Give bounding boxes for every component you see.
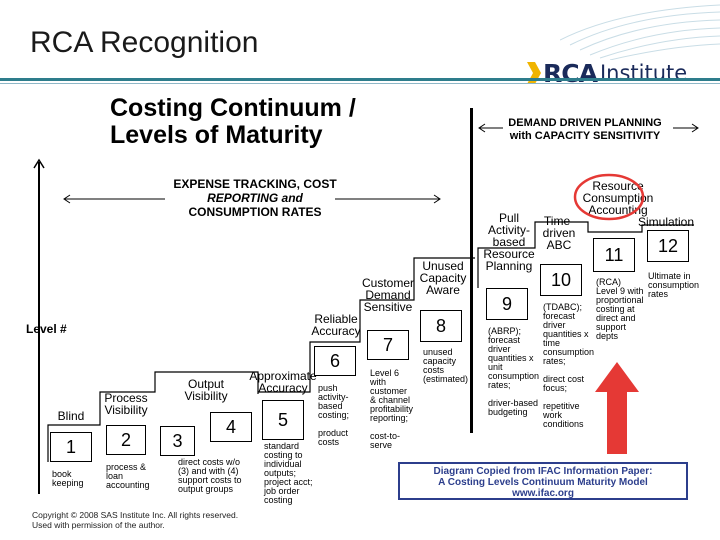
rca-institute-logo: RCA Institute [527, 58, 717, 88]
title-rule-thin [0, 83, 720, 84]
copyright-line1: Copyright © 2008 SAS Institute Inc. All … [32, 510, 239, 520]
level-box-3: 3 [160, 426, 195, 456]
left-header-line1: EXPENSE TRACKING, COST [173, 177, 337, 191]
level-box-7: 7 [367, 330, 409, 360]
ifac-citation-box: Diagram Copied from IFAC Information Pap… [398, 462, 688, 500]
title-rule [0, 78, 720, 81]
ifac-line2: A Costing Levels Continuum Maturity Mode… [438, 477, 648, 488]
diagram-title: Costing Continuum / Levels of Maturity [110, 95, 356, 149]
level-axis-arrow [33, 158, 45, 494]
left-header-line2: REPORTING and [207, 191, 303, 205]
level-box-12: 12 [647, 230, 689, 262]
left-header: EXPENSE TRACKING, COST REPORTING and CON… [150, 177, 360, 219]
diagram-title-line2: Levels of Maturity [110, 121, 323, 149]
level-box-6: 6 [314, 346, 356, 376]
ifac-line3: www.ifac.org [512, 488, 574, 499]
right-header: DEMAND DRIVEN PLANNING with CAPACITY SEN… [480, 117, 690, 143]
red-up-arrow-icon [595, 362, 639, 454]
level-label-1: Blind [57, 409, 85, 423]
level-desc-3: direct costs w/o(3) and with (4)support … [178, 457, 242, 494]
diagram-title-line1: Costing Continuum / [110, 94, 356, 122]
logo-institute-text: Institute [599, 61, 688, 85]
level-axis-label: Level # [26, 322, 67, 336]
copyright-notice: Copyright © 2008 SAS Institute Inc. All … [32, 510, 238, 530]
right-header-arrows [478, 123, 699, 133]
left-header-line3: CONSUMPTION RATES [188, 205, 322, 219]
copyright-line2: Used with permission of the author. [32, 520, 165, 530]
ifac-line1: Diagram Copied from IFAC Information Pap… [433, 466, 653, 477]
level-box-11: 11 [593, 238, 635, 272]
decorative-wave [560, 4, 720, 60]
level-box-5: 5 [262, 400, 304, 440]
left-header-arrows [63, 194, 441, 204]
level-box-2: 2 [106, 425, 146, 455]
slide-title: RCA Recognition [30, 26, 259, 59]
level-box-9: 9 [486, 288, 528, 320]
level-box-4: 4 [210, 412, 252, 442]
rca-highlight-ellipse [573, 173, 645, 221]
right-header-line2: with CAPACITY SENSITIVITY [509, 130, 661, 142]
logo-rca-text: RCA [543, 58, 598, 88]
right-header-line1: DEMAND DRIVEN PLANNING [508, 117, 662, 129]
level-box-1: 1 [50, 432, 92, 462]
level-box-8: 8 [420, 310, 462, 342]
level-box-10: 10 [540, 264, 582, 296]
